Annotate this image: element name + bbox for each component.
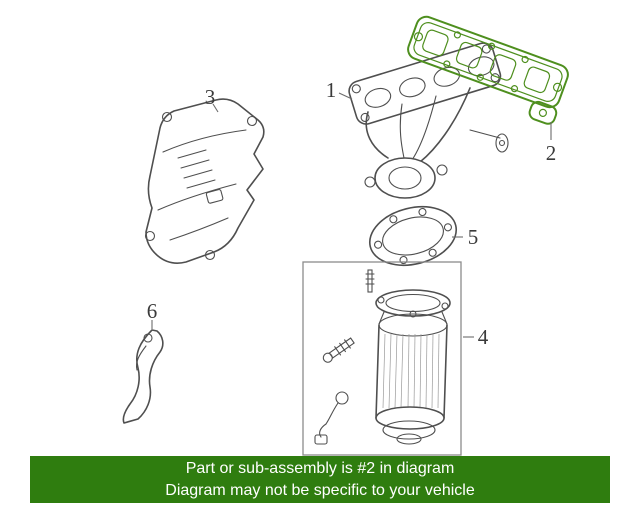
part-label-5[interactable]: 5 [468,225,479,249]
converter-shading [382,333,440,409]
leader-3 [212,103,219,113]
catalytic-converter-drawing [302,261,462,456]
part-label-3[interactable]: 3 [205,85,216,109]
heat-shield-drawing [144,98,265,264]
oxygen-sensor [314,391,349,445]
stud-bolt [365,269,375,293]
part-label-6[interactable]: 6 [147,299,158,323]
part-label-1[interactable]: 1 [326,78,337,102]
converter-gasket-drawing [368,206,458,266]
exhaust-manifold-drawing [348,42,509,199]
leader-1 [338,92,353,100]
manifold-gasket-highlighted-drawing [407,15,569,125]
banner-line-1: Part or sub-assembly is #2 in diagram [185,459,455,477]
banner-line-2: Diagram may not be specific to your vehi… [165,481,475,499]
info-banner: Part or sub-assembly is #2 in diagram Di… [30,456,610,503]
flange-bolt [322,337,355,363]
part-label-2[interactable]: 2 [546,141,557,165]
bracket-drawing [122,329,164,424]
part-label-4[interactable]: 4 [478,325,489,349]
parts-diagram: 3 1 2 5 4 6 [122,15,569,456]
